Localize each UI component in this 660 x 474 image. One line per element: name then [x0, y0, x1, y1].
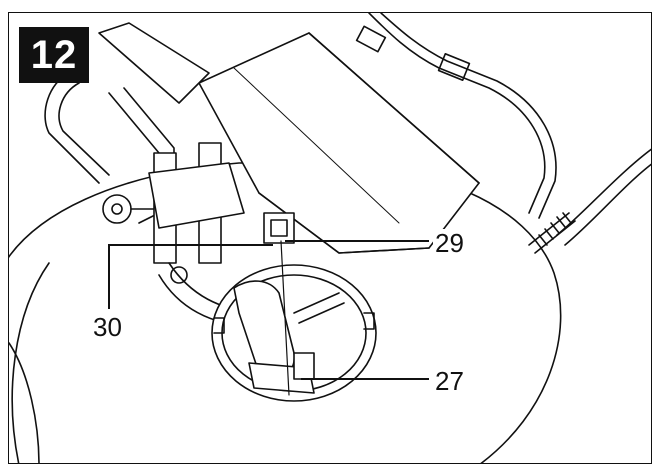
- callout-label-30: 30: [91, 312, 124, 342]
- base-disc-inner: [11, 262, 50, 463]
- cable-strain-relief: [528, 212, 576, 254]
- callout-label-29: 29: [433, 228, 466, 258]
- opening-notch-right: [363, 312, 375, 330]
- motor-housing-edge: [233, 67, 400, 224]
- frame-upper: [98, 22, 210, 104]
- power-cable-2: [564, 163, 651, 246]
- power-cable: [556, 148, 651, 236]
- motor-housing: [198, 32, 480, 254]
- column-bracket: [148, 162, 245, 229]
- callout-label-27: 27: [433, 366, 466, 396]
- motor-housing-shade: [308, 32, 480, 184]
- frame-handle: [44, 72, 100, 184]
- lever-pivot: [170, 266, 188, 284]
- tool-shaft-2: [298, 302, 345, 324]
- callout-leaders: [108, 240, 429, 380]
- machine-drawing: [9, 13, 651, 463]
- reference-line: [280, 240, 290, 396]
- clamp-block: [293, 352, 315, 380]
- knob-center: [111, 203, 123, 215]
- knob: [102, 194, 132, 224]
- hose-clip-2: [355, 25, 387, 53]
- opening-notch-left: [213, 317, 225, 334]
- sensor-block: [263, 212, 295, 244]
- figure-number-badge: 12: [19, 27, 89, 83]
- leader-30: [108, 244, 273, 309]
- technical-illustration: 12 29 30 27: [8, 12, 652, 464]
- base-ring-left: [9, 342, 40, 463]
- tool-shaft: [293, 292, 340, 314]
- hose-top: [368, 13, 546, 214]
- hose-clip: [437, 52, 471, 82]
- hose-top-2: [380, 13, 557, 219]
- sensor-block-inner: [270, 219, 288, 237]
- frame-handle-2: [58, 82, 110, 176]
